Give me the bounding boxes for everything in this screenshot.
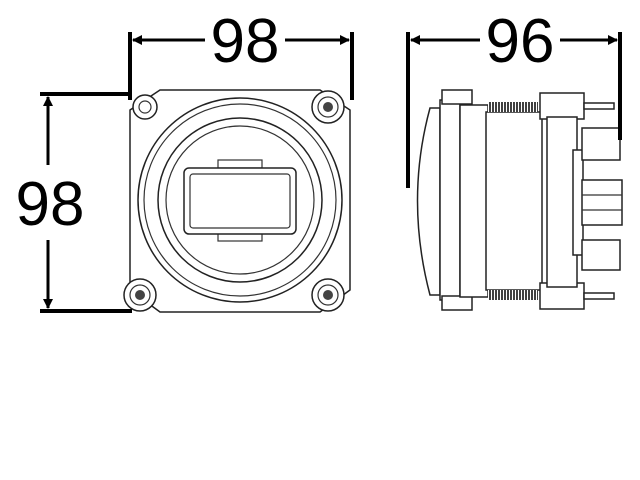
side-view [416, 89, 623, 311]
pin-bottom [583, 292, 615, 300]
connector-block [539, 92, 585, 120]
dimension-label-height: 98 [16, 170, 85, 239]
lens-window [183, 167, 297, 235]
screw-boss-bottom-right [311, 278, 345, 312]
pin-top [583, 102, 615, 110]
screw-boss-top-left [132, 94, 158, 120]
lens-dome [416, 107, 441, 296]
dimension-label-depth: 96 [486, 7, 555, 76]
thread-bottom [488, 290, 538, 300]
dimension-side-depth: 96 [406, 7, 622, 188]
screw-boss-bottom-left [123, 278, 157, 312]
dimension-label-width: 98 [211, 7, 280, 76]
dimension-front-height: 98 [16, 92, 132, 313]
thread-top [488, 102, 538, 112]
front-view [123, 89, 351, 313]
screw-boss-top-right [311, 90, 345, 124]
dimension-front-width: 98 [128, 7, 354, 100]
